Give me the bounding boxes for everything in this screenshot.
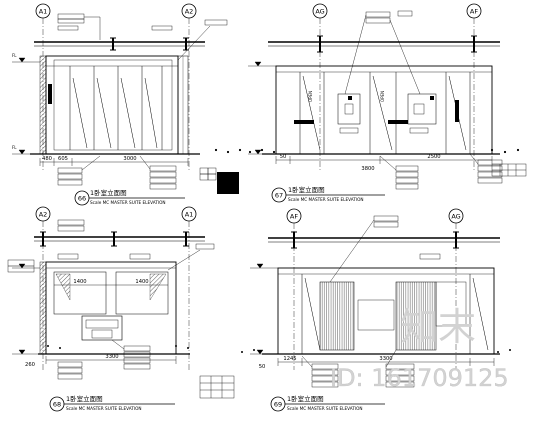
svg-text:1卧室立面图: 1卧室立面图 xyxy=(287,394,324,403)
svg-text:Scale MC MASTER SUITE ELEVAT: Scale MC MASTER SUITE ELEVATION xyxy=(90,200,166,205)
svg-text:AG: AG xyxy=(451,213,460,221)
section-title-67: 67 1卧室立面图 Scale MC MASTER SUITE ELEVATIO… xyxy=(271,185,385,203)
dot-row xyxy=(47,345,189,349)
level-marker xyxy=(12,263,40,355)
dimension-line: 1400 1400 3300 260 xyxy=(25,279,177,368)
svg-text:3300: 3300 xyxy=(379,356,392,362)
svg-text:1400: 1400 xyxy=(73,279,86,285)
elevation-panel-66: A1 A2 xyxy=(12,3,228,206)
section-title-66: 66 1卧室立面图 Scale MC MASTER SUITE ELEVATIO… xyxy=(74,188,185,206)
svg-text:A2: A2 xyxy=(185,8,194,16)
svg-text:69: 69 xyxy=(274,401,282,409)
callout-tags xyxy=(57,13,228,190)
svg-text:50: 50 xyxy=(280,154,287,160)
watermark-brand: 知末 xyxy=(400,305,476,349)
grid-bubble-a1: A1 xyxy=(181,206,197,370)
i-beam-symbol xyxy=(317,35,477,53)
svg-text:1卧室立面图: 1卧室立面图 xyxy=(288,185,325,194)
slatted-screen xyxy=(319,281,355,351)
svg-text:480: 480 xyxy=(42,156,52,162)
grid-bubble-ag: AG xyxy=(312,3,328,170)
key-table xyxy=(199,375,235,399)
svg-text:OPEN: OPEN xyxy=(380,91,385,102)
i-beam-symbol xyxy=(291,231,459,249)
svg-text:67: 67 xyxy=(275,192,283,200)
dot-row xyxy=(214,148,520,154)
i-beam-symbol xyxy=(110,37,189,51)
svg-text:AG: AG xyxy=(315,8,324,16)
svg-text:1卧室立面图: 1卧室立面图 xyxy=(66,394,103,403)
grid-bubble-af: AF xyxy=(466,3,482,170)
svg-text:3300: 3300 xyxy=(105,354,118,360)
svg-text:50: 50 xyxy=(259,364,266,370)
elevation-panel-68: A2 A1 xyxy=(7,206,235,412)
svg-text:1245: 1245 xyxy=(283,356,296,362)
i-beam-symbol xyxy=(40,231,189,247)
svg-text:A2: A2 xyxy=(39,211,48,219)
callout-tags xyxy=(294,10,503,190)
section-title-68: 68 1卧室立面图 Scale MC MASTER SUITE ELEVATIO… xyxy=(49,394,175,412)
elevation-panel-67: AG AF xyxy=(199,3,527,203)
callout-tags xyxy=(57,219,215,380)
svg-text:1卧室立面图: 1卧室立面图 xyxy=(90,188,127,197)
svg-text:A1: A1 xyxy=(185,211,194,219)
section-title-69: 69 1卧室立面图 Scale MC MASTER SUITE ELEVATIO… xyxy=(270,394,385,412)
key-table xyxy=(491,163,527,177)
svg-text:605: 605 xyxy=(58,156,68,162)
svg-text:66: 66 xyxy=(78,195,86,203)
svg-text:AF: AF xyxy=(290,213,298,221)
dot-row xyxy=(241,349,511,353)
level-marker xyxy=(250,263,278,355)
svg-text:2500: 2500 xyxy=(427,154,440,160)
level-marker xyxy=(248,61,276,155)
slatted-screen xyxy=(395,281,437,351)
svg-text:Scale MC MASTER SUITE ELEVAT: Scale MC MASTER SUITE ELEVATION xyxy=(288,197,364,202)
svg-text:3800: 3800 xyxy=(361,166,374,172)
elevation-panel-69: AF AG xyxy=(241,208,511,412)
key-block xyxy=(217,172,239,194)
callout-tags xyxy=(301,215,441,388)
svg-text:Scale MC MASTER SUITE ELEVAT: Scale MC MASTER SUITE ELEVATION xyxy=(287,406,363,411)
dimension-line: 50 3800 2500 xyxy=(275,154,493,172)
curtain-panels xyxy=(69,66,163,150)
dimension-line: 1245 3300 50 xyxy=(259,356,495,370)
svg-text:260: 260 xyxy=(25,362,35,368)
svg-text:Scale MC MASTER SUITE ELEVAT: Scale MC MASTER SUITE ELEVATION xyxy=(66,406,142,411)
curtain-panels xyxy=(299,72,471,154)
svg-text:FL: FL xyxy=(12,145,17,150)
dimension-line: 480 605 3000 xyxy=(39,156,189,166)
watermark-id: ID: 161709125 xyxy=(330,364,509,392)
curtain-panels xyxy=(301,274,489,354)
svg-text:AF: AF xyxy=(470,8,478,16)
svg-text:68: 68 xyxy=(53,401,61,409)
svg-text:A1: A1 xyxy=(39,8,48,16)
grid-bubble-a2: A2 xyxy=(181,3,197,170)
watermark: 知末 ID: 161709125 xyxy=(330,305,509,392)
svg-text:1400: 1400 xyxy=(135,279,148,285)
svg-text:OPEN: OPEN xyxy=(308,91,313,102)
level-marker: FL FL xyxy=(12,53,40,155)
svg-text:3000: 3000 xyxy=(123,156,136,162)
svg-text:FL: FL xyxy=(12,53,17,58)
